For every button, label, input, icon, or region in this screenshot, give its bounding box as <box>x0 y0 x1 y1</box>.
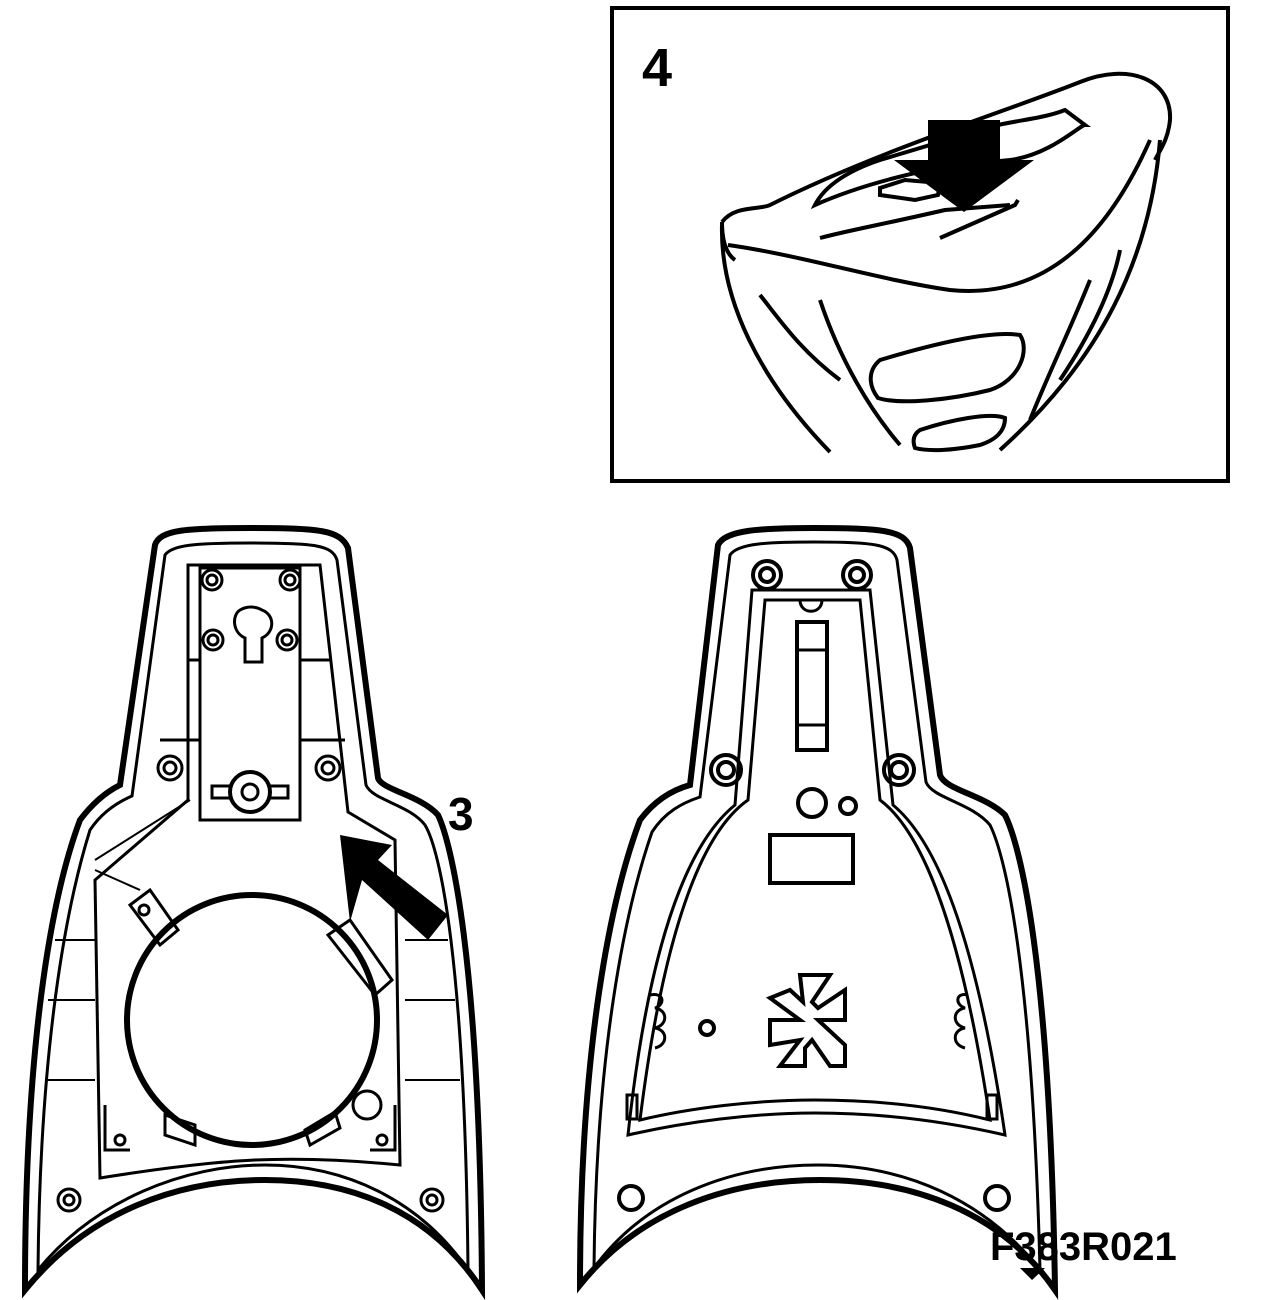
figure-code: F383R021 <box>990 1225 1177 1269</box>
key-shell-inner-view <box>21 524 486 1300</box>
arrow-number-label: 3 <box>448 788 474 840</box>
key-shell-outer-view <box>576 524 1059 1300</box>
detail-panel: 4 <box>610 6 1230 483</box>
push-in-arrow <box>340 835 448 940</box>
press-down-arrow <box>894 120 1034 212</box>
label-recess <box>768 833 855 885</box>
screw-bosses <box>56 568 445 1213</box>
detail-number-label: 4 <box>642 38 672 98</box>
vent-pattern <box>765 973 847 1068</box>
battery-compartment <box>124 892 380 1148</box>
detail-frame <box>610 6 1230 483</box>
